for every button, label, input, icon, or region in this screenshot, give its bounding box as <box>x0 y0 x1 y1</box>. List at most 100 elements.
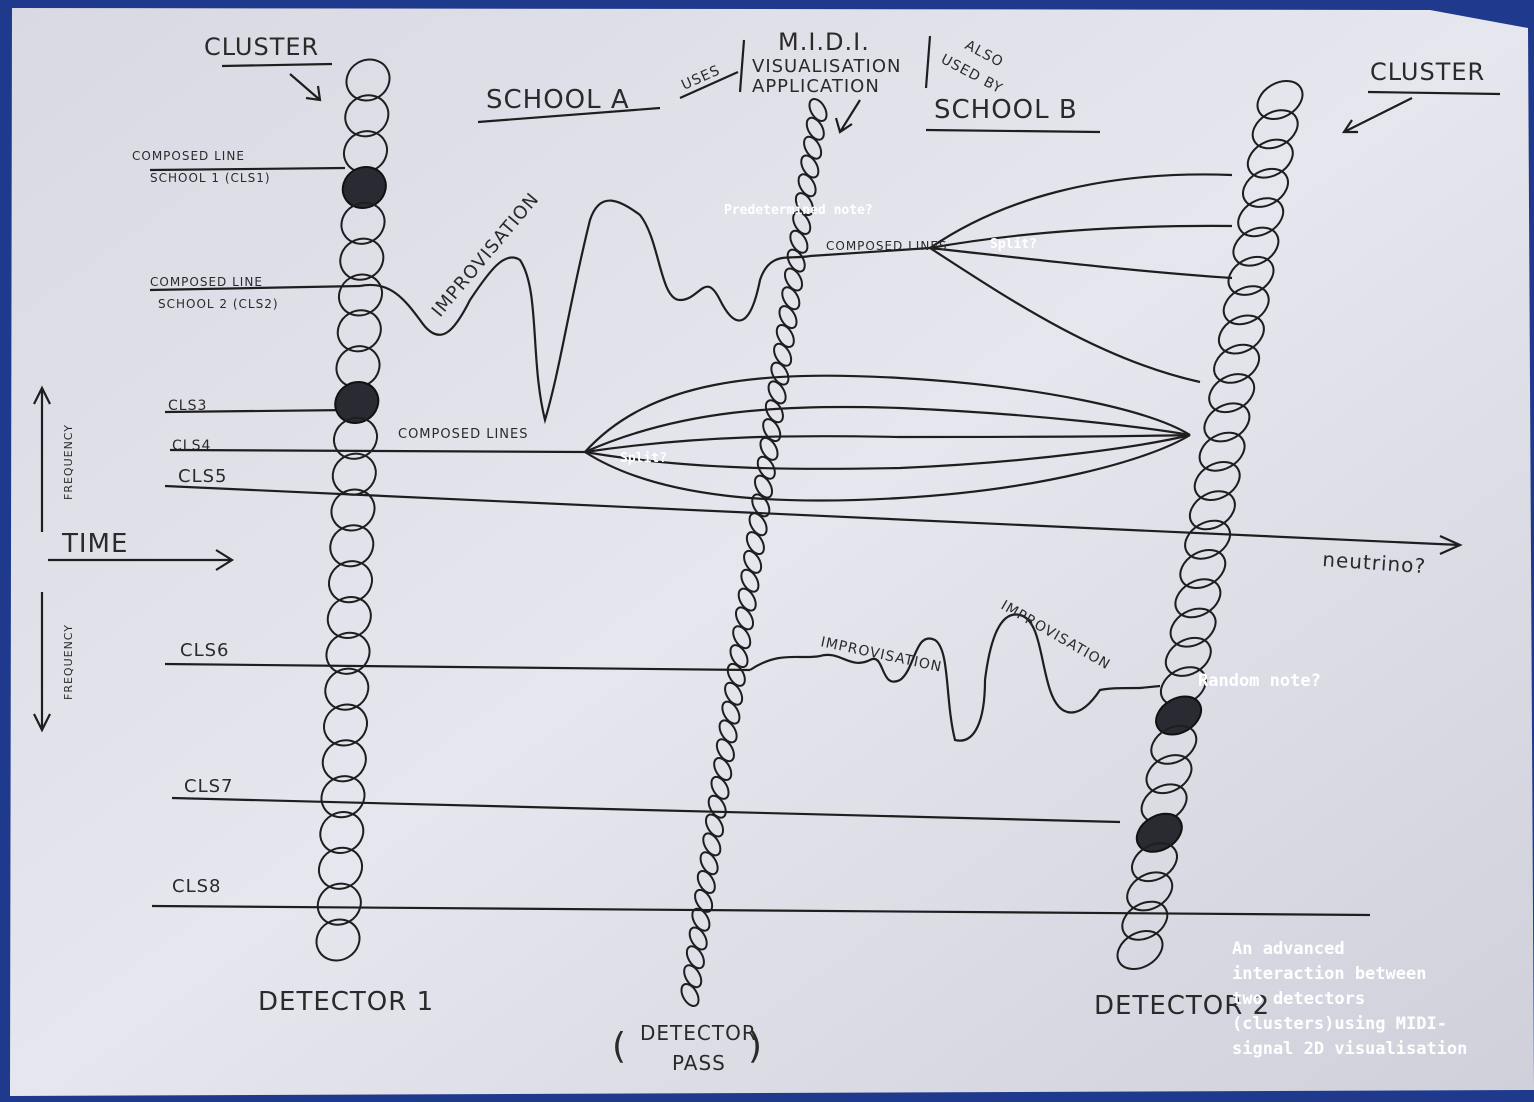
cluster-bead <box>767 380 787 405</box>
cluster-bead <box>762 418 782 443</box>
cluster-bead <box>745 531 765 556</box>
cluster-bead <box>808 98 828 122</box>
cluster-left-text: CLUSTER <box>204 33 319 61</box>
cls8-label: CLS8 <box>172 876 221 897</box>
detector-2-cluster <box>1116 80 1304 970</box>
cluster-bead <box>1116 930 1164 970</box>
cls7-line <box>171 796 1121 824</box>
cluster-bead <box>797 173 817 198</box>
school-b-text: SCHOOL B <box>934 95 1078 125</box>
top-split-1 <box>929 173 1233 249</box>
cls2-composed-continuation <box>809 246 931 258</box>
cluster-bead <box>753 474 774 499</box>
cluster-bead <box>713 757 733 781</box>
cluster-bead <box>694 888 714 913</box>
cluster-bead <box>770 361 790 386</box>
cluster-bead <box>1135 812 1183 853</box>
cluster-bead <box>737 587 757 612</box>
school-b-label: SCHOOL B <box>925 95 1101 134</box>
frequency-axis: FREQUENCY FREQUENCY <box>33 385 75 733</box>
cluster-bead <box>775 324 795 348</box>
mid-split-2 <box>584 405 1191 454</box>
cluster-bead <box>732 625 752 650</box>
split-mid-annotation: Split? <box>620 451 667 466</box>
cluster-bead <box>699 851 719 876</box>
cls4-label: CLS4 <box>172 438 211 454</box>
cluster-bead <box>1179 549 1227 589</box>
cluster-bead <box>683 964 703 989</box>
cluster-bead <box>773 342 793 367</box>
cluster-bead <box>1169 607 1217 648</box>
cluster-bead <box>1232 226 1280 267</box>
cluster-bead <box>783 267 804 292</box>
cluster-bead <box>1256 80 1304 120</box>
cluster-bead <box>1198 431 1246 472</box>
cls3-label: CLS3 <box>168 398 207 414</box>
cluster-bead <box>688 926 708 951</box>
cluster-bead <box>740 568 760 593</box>
top-split-4 <box>929 247 1201 384</box>
cluster-bead <box>794 192 814 217</box>
top-split-3 <box>929 246 1233 280</box>
cluster-bead <box>715 738 735 763</box>
school-a-label: SCHOOL A <box>477 85 661 124</box>
detector-1-cluster <box>315 58 391 962</box>
mid-split-5 <box>584 434 1191 502</box>
cluster-bead <box>1213 343 1261 384</box>
detector-1-text: DETECTOR 1 <box>258 987 434 1017</box>
cluster-bead <box>756 455 776 480</box>
cluster-bead <box>1150 724 1198 765</box>
midi-title-line1: M.I.D.I. <box>778 28 870 56</box>
cls2-label-b: SCHOOL 2 (CLS2) <box>158 297 279 311</box>
cluster-bead <box>764 399 784 424</box>
cluster-bead <box>1164 636 1212 677</box>
cluster-bead <box>789 229 809 254</box>
split-top-annotation: Split? <box>990 237 1037 252</box>
top-split-2 <box>929 224 1233 250</box>
caption-line-1: An advanced <box>1232 939 1345 959</box>
cls4-line <box>169 448 586 454</box>
caption-line-3: two detectors <box>1232 989 1365 1009</box>
time-axis: TIME <box>48 529 235 571</box>
cluster-bead <box>718 719 738 744</box>
predetermined-note-annotation: Predetermined note? <box>724 203 873 218</box>
cluster-bead <box>721 700 741 725</box>
mid-split-1 <box>584 374 1191 453</box>
cluster-bead <box>1174 578 1222 619</box>
cluster-bead <box>1222 285 1270 326</box>
composed-lines-mid-text: COMPOSED LINES <box>398 427 528 442</box>
detector-pass-line1: DETECTOR <box>640 1021 757 1045</box>
cluster-bead <box>1131 842 1178 883</box>
midi-title-line2: VISUALISATION <box>752 56 902 77</box>
cls5-label: CLS5 <box>178 466 227 487</box>
mid-split-3 <box>584 433 1191 454</box>
cls6-label: CLS6 <box>180 640 229 661</box>
cluster-bead <box>704 813 725 838</box>
cluster-bead <box>729 644 749 669</box>
midi-application-label: M.I.D.I. VISUALISATION APPLICATION <box>738 28 932 134</box>
cluster-bead <box>680 983 700 1007</box>
school-a-text: SCHOOL A <box>486 85 630 115</box>
cluster-bead <box>751 493 771 518</box>
random-note-annotation: Random note? <box>1198 671 1321 691</box>
mid-split-4 <box>584 433 1191 470</box>
cluster-bead <box>726 662 746 687</box>
caption-line-4: (clusters)using MIDI- <box>1232 1014 1447 1034</box>
cls3-line <box>164 408 351 414</box>
cluster-bead <box>800 154 820 179</box>
cluster-bead <box>685 945 705 970</box>
cluster-bead <box>724 681 744 706</box>
detector-pass-paren-right: ) <box>748 1026 763 1067</box>
cluster-bead <box>792 211 812 235</box>
frequency-up-label: FREQUENCY <box>62 424 75 500</box>
cluster-bead <box>1217 314 1265 355</box>
cluster-bead <box>1251 109 1299 150</box>
midi-title-line3: APPLICATION <box>752 76 880 97</box>
cls1-line <box>149 166 346 172</box>
cls2-improvisation-wave <box>359 199 811 425</box>
cluster-bead <box>1246 138 1294 179</box>
detector-pass-line2: PASS <box>672 1051 726 1075</box>
cls2-line <box>149 284 361 292</box>
detector-2-text: DETECTOR 2 <box>1094 991 1270 1021</box>
